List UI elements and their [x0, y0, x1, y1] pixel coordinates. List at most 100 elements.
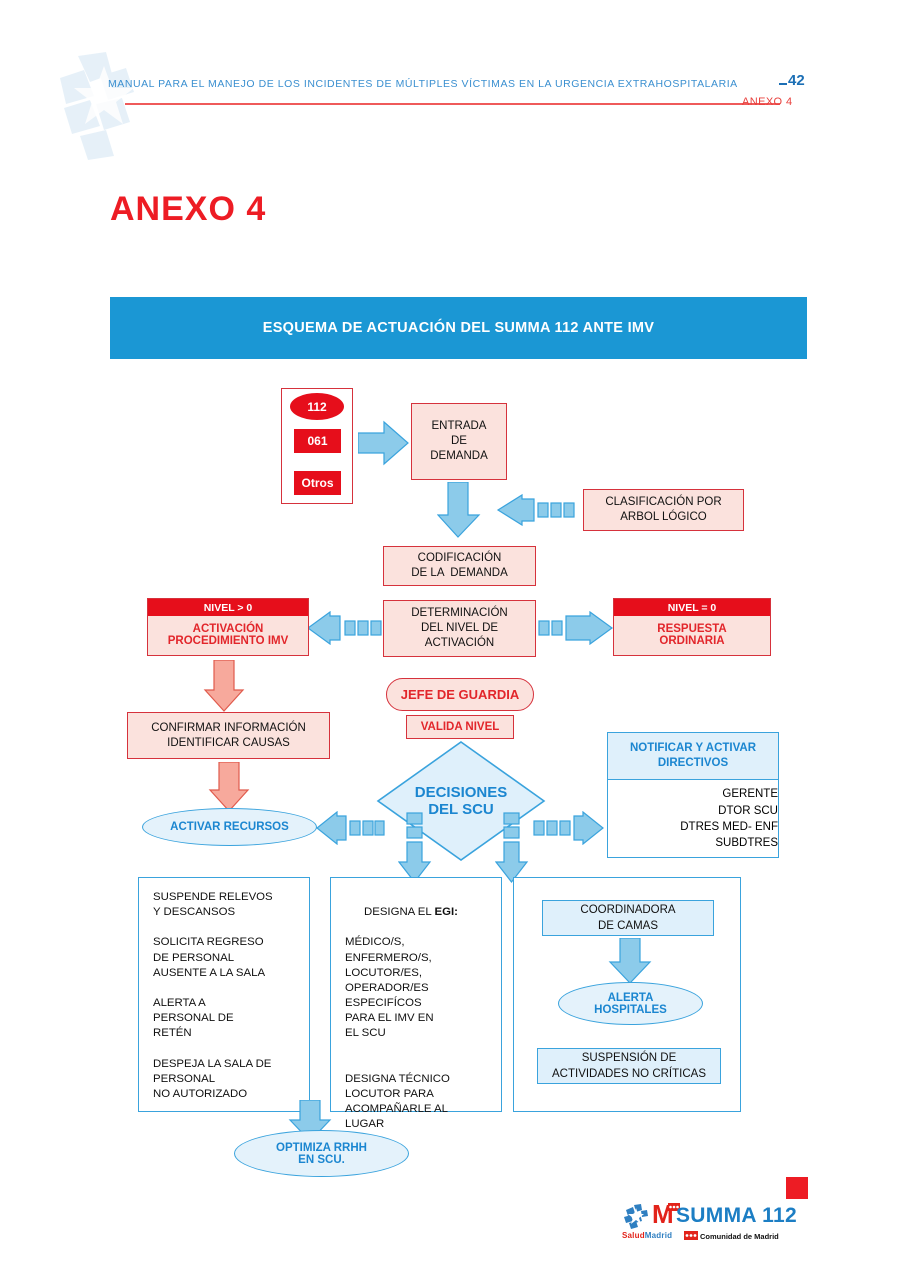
node-nivel-igual: NIVEL = 0 RESPUESTA ORDINARIA [613, 598, 771, 656]
entrada-line-2: DE [451, 435, 467, 448]
node-confirmar: CONFIRMAR INFORMACIÓN IDENTIFICAR CAUSAS [127, 712, 330, 759]
alerta-line-2: HOSPITALES [594, 1003, 667, 1016]
panel-left-text: SUSPENDE RELEVOS Y DESCANSOS SOLICITA RE… [153, 891, 273, 1101]
optimiza-line-2: EN SCU. [298, 1153, 345, 1166]
nivel-igual-header: NIVEL = 0 [614, 599, 770, 616]
notificar-header: NOTIFICAR Y ACTIVAR DIRECTIVOS [608, 733, 778, 780]
nivel-mayor-line-2: PROCEDIMIENTO IMV [167, 634, 289, 647]
panel-mid-body: MÉDICO/S, ENFERMERO/S, LOCUTOR/ES, OPERA… [345, 936, 450, 1131]
nivel-igual-body: RESPUESTA ORDINARIA [614, 616, 770, 653]
arrow-decisiones-to-panel-mid [495, 812, 529, 884]
activar-recursos-label: ACTIVAR RECURSOS [170, 821, 289, 833]
notificar-body-line-3: DTRES MED- ENF [680, 821, 778, 833]
source-112-label: 112 [307, 399, 327, 414]
arrow-decisiones-to-activar-recursos [315, 811, 385, 845]
node-codificacion: CODIFICACIÓN DE LA DEMANDA [383, 546, 536, 586]
node-optimiza-rrhh: OPTIMIZA RRHH EN SCU. [234, 1130, 409, 1177]
arrow-clasificacion-to-flow [496, 493, 582, 527]
coordinadora-line-1: COORDINADORA [580, 903, 676, 916]
arrow-confirmar-to-activar [208, 762, 250, 812]
node-coordinadora-camas: COORDINADORA DE CAMAS [542, 900, 714, 936]
notificar-body-line-1: GERENTE [722, 788, 778, 801]
summa-112-wordmark: SUMMA 112 [676, 1204, 797, 1227]
confirmar-line-2: IDENTIFICAR CAUSAS [167, 736, 290, 749]
header-rule [125, 103, 780, 105]
salud-madrid-emblem [624, 1204, 648, 1229]
nivel-mayor-body: ACTIVACIÓN PROCEDIMIENTO IMV [148, 616, 308, 653]
notificar-body-line-4: SUBDTRES [715, 837, 778, 850]
salud-madrid-wordmark: SaludMadrid [622, 1231, 672, 1240]
watermark-logo [60, 52, 134, 160]
coordinadora-line-2: DE CAMAS [597, 920, 659, 932]
notificar-header-line-2: DIRECTIVOS [657, 757, 729, 769]
clasificacion-line-1: CLASIFICACIÓN POR [605, 496, 722, 509]
entrada-line-1: ENTRADA [431, 420, 487, 433]
panel-mid-bold: EGI: [434, 906, 458, 919]
node-suspension-actividades: SUSPENSIÓN DE ACTIVIDADES NO CRÍTICAS [537, 1048, 721, 1084]
banner-label: ESQUEMA DE ACTUACIÓN DEL SUMMA 112 ANTE … [262, 320, 655, 336]
optimiza-line-1: OPTIMIZA RRHH [276, 1141, 367, 1154]
arrow-nivel-mayor-to-confirmar [203, 660, 245, 712]
source-otros-label: Otros [301, 476, 334, 490]
arrow-entrada-to-codificacion [437, 482, 481, 538]
nivel-mayor-line-1: ACTIVACIÓN [192, 622, 264, 635]
panel-mid-prefix: DESIGNA EL [364, 906, 435, 919]
source-otros: Otros [294, 471, 341, 495]
decisiones-line-2: DEL SCU [428, 801, 494, 818]
nivel-igual-line-1: RESPUESTA [657, 622, 727, 635]
determinacion-line-2: DEL NIVEL DE [420, 622, 499, 635]
nivel-igual-line-2: ORDINARIA [659, 634, 725, 647]
arrow-determinacion-to-nivel-igual [538, 611, 614, 645]
header-dash [779, 83, 787, 85]
node-jefe-guardia: JEFE DE GUARDIA [386, 678, 534, 711]
node-clasificacion: CLASIFICACIÓN POR ARBOL LÓGICO [583, 489, 744, 531]
source-112: 112 [290, 393, 344, 420]
node-valida-nivel: VALIDA NIVEL [406, 715, 514, 739]
arrow-decisiones-to-panel-left [398, 812, 432, 884]
source-061-label: 061 [307, 434, 328, 448]
panel-suspende-relevos: SUSPENDE RELEVOS Y DESCANSOS SOLICITA RE… [138, 877, 310, 1112]
notificar-body-line-2: DTOR SCU [718, 804, 778, 817]
suspension-line-2: ACTIVIDADES NO CRÍTICAS [552, 1068, 706, 1080]
nivel-mayor-header: NIVEL > 0 [148, 599, 308, 616]
clasificacion-line-2: ARBOL LÓGICO [620, 511, 707, 523]
node-determinacion: DETERMINACIÓN DEL NIVEL DE ACTIVACIÓN [383, 600, 536, 657]
header-title: MANUAL PARA EL MANEJO DE LOS INCIDENTES … [108, 78, 738, 90]
node-alerta-hospitales: ALERTA HOSPITALES [558, 982, 703, 1025]
notificar-header-line-1: NOTIFICAR Y ACTIVAR [629, 742, 757, 755]
salud-word: Salud [622, 1231, 645, 1240]
arrow-sources-to-entrada [358, 420, 410, 466]
arrow-coordinadora-to-alerta [608, 938, 652, 984]
panel-designa-egi: DESIGNA EL EGI: MÉDICO/S, ENFERMERO/S, L… [330, 877, 502, 1130]
jefe-guardia-label: JEFE DE GUARDIA [400, 687, 520, 702]
comunidad-madrid-flag-icon [684, 1231, 698, 1240]
madrid-flag-icon-small [668, 1203, 680, 1211]
suspension-line-1: SUSPENSIÓN DE [581, 1051, 677, 1064]
arrow-decisiones-to-notificar [533, 811, 605, 845]
node-nivel-mayor: NIVEL > 0 ACTIVACIÓN PROCEDIMIENTO IMV [147, 598, 309, 656]
page-title: ANEXO 4 [110, 190, 267, 228]
red-square-mark [786, 1177, 808, 1199]
notificar-body: GERENTE DTOR SCU DTRES MED- ENF SUBDTRES [608, 780, 786, 858]
madrid-word: Madrid [644, 1231, 673, 1240]
node-notificar-directivos: NOTIFICAR Y ACTIVAR DIRECTIVOS GERENTE D… [607, 732, 779, 858]
nivel-mayor-header-label: NIVEL > 0 [203, 601, 253, 614]
source-061: 061 [294, 429, 341, 453]
diagram-banner: ESQUEMA DE ACTUACIÓN DEL SUMMA 112 ANTE … [110, 297, 807, 359]
page-number: 42 [788, 72, 805, 89]
codificacion-line-1: CODIFICACIÓN [417, 552, 502, 565]
codificacion-line-2: DE LA DEMANDA [411, 567, 508, 579]
determinacion-line-1: DETERMINACIÓN [411, 607, 508, 620]
header-section: ANEXO 4 [742, 96, 793, 108]
nivel-igual-header-label: NIVEL = 0 [667, 601, 717, 614]
valida-nivel-label: VALIDA NIVEL [420, 720, 500, 733]
arrow-determinacion-to-nivel-mayor [306, 611, 382, 645]
node-entrada-demanda: ENTRADA DE DEMANDA [411, 403, 507, 480]
node-activar-recursos: ACTIVAR RECURSOS [142, 808, 317, 846]
alerta-line-1: ALERTA [607, 991, 654, 1004]
comunidad-madrid-label: Comunidad de Madrid [700, 1232, 779, 1241]
determinacion-line-3: ACTIVACIÓN [424, 636, 495, 649]
decisiones-line-1: DECISIONES [414, 784, 508, 801]
panel-mid-title: DESIGNA EL EGI: [345, 890, 491, 935]
entrada-line-3: DEMANDA [430, 449, 488, 462]
